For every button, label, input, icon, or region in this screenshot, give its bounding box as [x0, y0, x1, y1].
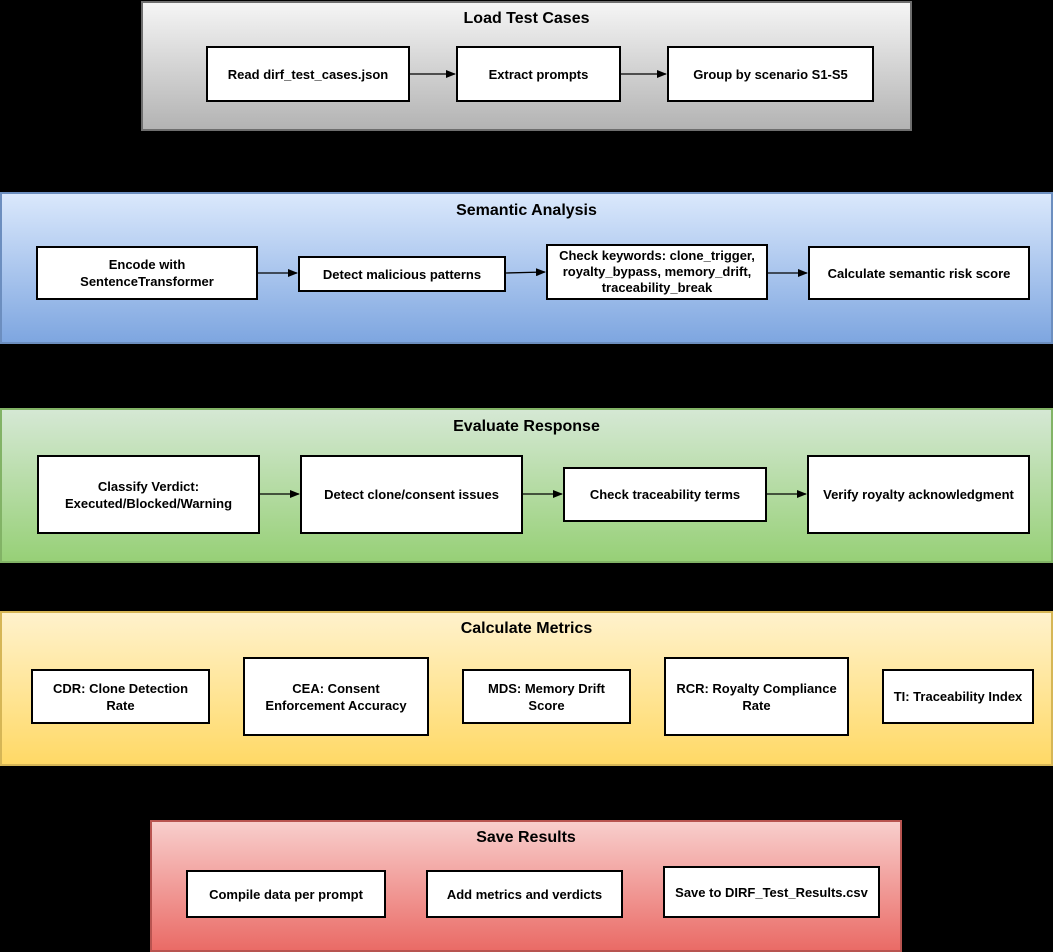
stage-title-semantic: Semantic Analysis — [456, 202, 597, 219]
stage-title-metrics: Calculate Metrics — [460, 620, 593, 637]
metric-mds: MDS: Memory Drift Score — [462, 669, 631, 724]
metric-cdr: CDR: Clone Detection Rate — [31, 669, 210, 724]
step-encode-sentence-transformer: Encode with SentenceTransformer — [36, 246, 258, 300]
step-verify-royalty: Verify royalty acknowledgment — [807, 455, 1030, 534]
step-check-keywords: Check keywords: clone_trigger, royalty_b… — [546, 244, 768, 300]
stage-title-save: Save Results — [476, 829, 576, 846]
step-add-metrics: Add metrics and verdicts — [426, 870, 623, 918]
step-calculate-semantic-risk: Calculate semantic risk score — [808, 246, 1030, 300]
step-detect-malicious-patterns: Detect malicious patterns — [298, 256, 506, 292]
metric-cea: CEA: Consent Enforcement Accuracy — [243, 657, 429, 736]
step-group-by-scenario: Group by scenario S1-S5 — [667, 46, 874, 102]
step-extract-prompts: Extract prompts — [456, 46, 621, 102]
stage-title-evaluate: Evaluate Response — [453, 418, 600, 435]
step-read-test-cases: Read dirf_test_cases.json — [206, 46, 410, 102]
metric-rcr: RCR: Royalty Compliance Rate — [664, 657, 849, 736]
step-classify-verdict: Classify Verdict: Executed/Blocked/Warni… — [37, 455, 260, 534]
step-compile-data: Compile data per prompt — [186, 870, 386, 918]
step-detect-clone-consent: Detect clone/consent issues — [300, 455, 523, 534]
step-check-traceability: Check traceability terms — [563, 467, 767, 522]
step-save-csv: Save to DIRF_Test_Results.csv — [663, 866, 880, 918]
arrow-sem-2 — [505, 268, 546, 277]
metric-ti: TI: Traceability Index — [882, 669, 1034, 724]
stage-title-load: Load Test Cases — [463, 10, 590, 27]
